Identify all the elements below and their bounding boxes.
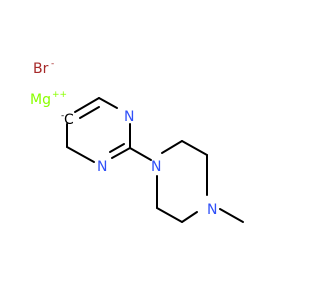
atom-label-n3: N (124, 109, 134, 125)
bond-c2-n1-inner (109, 143, 125, 153)
bond-c5-c4-inner (79, 106, 100, 119)
bond-pip-5 (156, 207, 183, 223)
bond-pip-1 (161, 140, 183, 154)
atom-label-c: C (64, 112, 74, 128)
bond-c2-npip (129, 147, 152, 161)
bond-c4-n3 (98, 97, 118, 109)
atom-carbanion: - C (61, 111, 74, 128)
atom-label-n1: N (97, 159, 107, 175)
pyrimidine-ring (66, 97, 131, 163)
atom-label-mg: Mg (30, 92, 51, 108)
atom-bromine: Br - (33, 59, 54, 77)
structure-canvas: Br - Mg ++ - C N N N N (30, 59, 244, 223)
bond-methyl (219, 208, 244, 223)
atom-label-npip-left: N (151, 159, 161, 175)
atom-magnesium: Mg ++ (30, 90, 67, 108)
bond-n1-c6 (66, 146, 95, 163)
atom-charge-br: - (51, 59, 54, 69)
bond-c2-n1 (111, 147, 131, 159)
bond-c5-c4 (74, 97, 100, 113)
bond-pip-4 (181, 211, 198, 223)
piperazine-ring (156, 140, 208, 223)
molecule-drawing: Br - Mg ++ - C N N N N (30, 59, 244, 223)
atom-charge-mg: ++ (52, 90, 67, 100)
atom-charge-c: - (61, 111, 64, 121)
atom-label-npip-right: N (207, 202, 217, 218)
bond-pip-2 (181, 140, 208, 156)
atom-label-br: Br (33, 61, 49, 77)
